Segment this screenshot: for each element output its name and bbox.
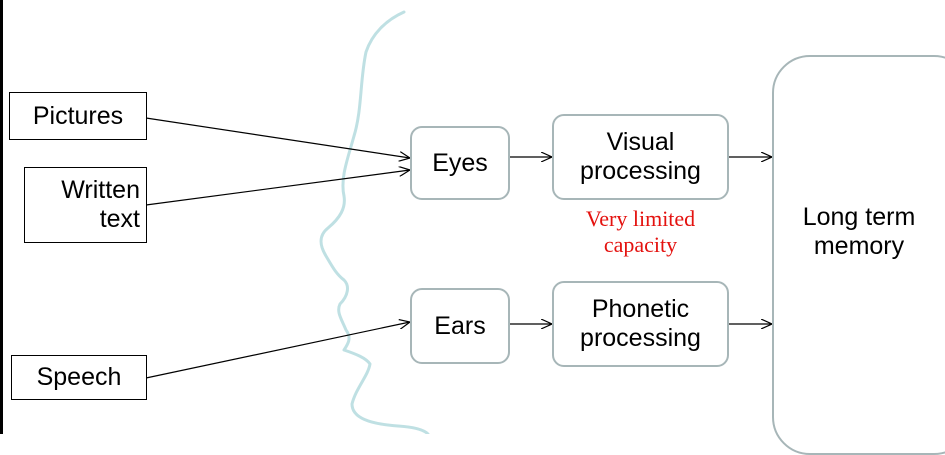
phonetic-processing-label: Phonetic processing: [580, 295, 701, 352]
head-profile-outline: [319, 10, 430, 434]
input-speech-label: Speech: [36, 363, 122, 391]
slide-left-edge: [0, 0, 3, 434]
connector-layer: [145, 10, 945, 434]
sense-eyes-label: Eyes: [432, 148, 488, 177]
input-speech: Speech: [11, 355, 147, 400]
sense-ears-label: Ears: [434, 311, 486, 340]
phonetic-processing-box: Phonetic processing: [552, 281, 729, 367]
speech-to-ears-arrow: [145, 322, 410, 379]
long-term-memory-box: Long term memory: [772, 55, 945, 455]
visual-processing-label: Visual processing: [580, 128, 701, 185]
visual-processing-box: Visual processing: [552, 114, 729, 200]
sense-eyes: Eyes: [410, 126, 510, 200]
capacity-annotation: Very limited capacity: [585, 206, 696, 257]
sense-ears: Ears: [410, 288, 510, 364]
input-written-text: Written text: [24, 167, 147, 243]
pictures-to-eyes-arrow: [145, 117, 410, 158]
input-pictures-label: Pictures: [32, 101, 124, 130]
long-term-memory-label: Long term memory: [802, 203, 916, 260]
written-text-to-eyes-arrow: [145, 170, 410, 206]
input-pictures: Pictures: [9, 92, 147, 140]
input-written-text-label: Written text: [61, 176, 140, 233]
